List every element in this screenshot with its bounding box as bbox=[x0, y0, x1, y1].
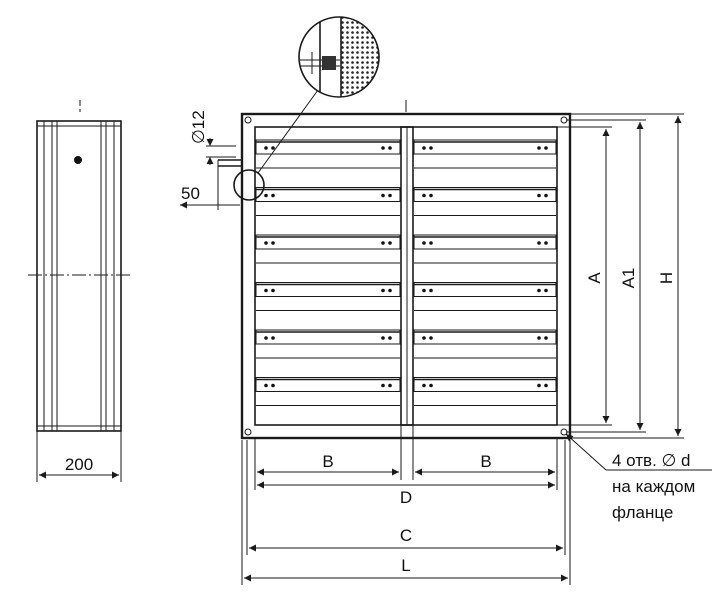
rivet-icon bbox=[422, 336, 426, 340]
rivet-icon bbox=[429, 193, 433, 198]
dim-side-width: 200 bbox=[65, 455, 93, 474]
rivet-icon bbox=[381, 288, 385, 293]
rivet-icon bbox=[422, 383, 426, 388]
rivet-icon bbox=[537, 336, 541, 340]
bottom-dimensions: B B D C L bbox=[241, 425, 571, 585]
rivet-icon bbox=[264, 336, 268, 340]
rivet-icon bbox=[537, 193, 541, 198]
shaft-icon bbox=[74, 156, 82, 164]
damper-blade bbox=[413, 187, 557, 216]
dim-l: L bbox=[401, 556, 410, 575]
damper-blade bbox=[413, 329, 557, 359]
dim-b-right: B bbox=[480, 452, 491, 471]
dim-hole-diameter: ∅12 bbox=[189, 110, 208, 144]
rivet-icon bbox=[429, 146, 433, 150]
rivet-icon bbox=[381, 336, 385, 340]
rivet-icon bbox=[544, 241, 548, 245]
damper-blade bbox=[255, 234, 401, 264]
rivet-icon bbox=[429, 241, 433, 245]
dim-a: A bbox=[585, 272, 604, 284]
dim-offset: 50 bbox=[181, 184, 200, 203]
rivet-icon bbox=[544, 146, 548, 150]
rivet-icon bbox=[381, 241, 385, 245]
rivet-icon bbox=[544, 288, 548, 293]
rivet-icon bbox=[271, 383, 275, 388]
damper-blade bbox=[255, 377, 401, 406]
rivet-icon bbox=[264, 241, 268, 245]
rivet-icon bbox=[388, 193, 392, 198]
side-view: 200 bbox=[28, 100, 132, 482]
rivet-icon bbox=[429, 288, 433, 293]
rivet-icon bbox=[544, 336, 548, 340]
note-line-3: фланце bbox=[612, 503, 673, 522]
rivet-icon bbox=[429, 383, 433, 388]
rivet-icon bbox=[388, 383, 392, 388]
dim-b-left: B bbox=[322, 452, 333, 471]
shaft-dimensions: ∅12 50 bbox=[180, 110, 240, 210]
damper-blade bbox=[255, 329, 401, 359]
rivet-icon bbox=[388, 288, 392, 293]
rivet-icon bbox=[271, 241, 275, 245]
rivet-icon bbox=[388, 336, 392, 340]
damper-blade bbox=[413, 139, 557, 169]
damper-blade bbox=[255, 139, 401, 169]
rivet-icon bbox=[264, 146, 268, 150]
rivet-icon bbox=[271, 288, 275, 293]
rivet-icon bbox=[381, 383, 385, 388]
detail-bubble bbox=[298, 16, 380, 98]
rivet-icon bbox=[264, 193, 268, 198]
note-line-1: 4 отв. ∅ d bbox=[612, 451, 691, 470]
rivet-icon bbox=[271, 336, 275, 340]
rivet-icon bbox=[537, 241, 541, 245]
hole-note: 4 отв. ∅ d на каждом фланце bbox=[565, 433, 712, 522]
dim-a1: A1 bbox=[619, 268, 638, 289]
damper-blade bbox=[255, 187, 401, 216]
rivet-icon bbox=[544, 383, 548, 388]
damper-blade bbox=[413, 282, 557, 311]
rivet-icon bbox=[537, 383, 541, 388]
rivet-icon bbox=[544, 193, 548, 198]
rivet-icon bbox=[422, 146, 426, 150]
damper-blade bbox=[255, 282, 401, 311]
damper-blade bbox=[413, 234, 557, 264]
rivet-icon bbox=[429, 336, 433, 340]
rivet-icon bbox=[388, 241, 392, 245]
rivet-icon bbox=[271, 146, 275, 150]
rivet-icon bbox=[264, 383, 268, 388]
rivet-icon bbox=[537, 288, 541, 293]
rivet-icon bbox=[422, 288, 426, 293]
rivet-icon bbox=[388, 146, 392, 150]
rivet-icon bbox=[422, 241, 426, 245]
dim-h: H bbox=[657, 272, 676, 284]
rivet-icon bbox=[381, 146, 385, 150]
right-dimensions: A A1 H bbox=[557, 113, 684, 439]
rivet-icon bbox=[381, 193, 385, 198]
rivet-icon bbox=[422, 193, 426, 198]
blade-group bbox=[255, 139, 557, 406]
rivet-icon bbox=[264, 288, 268, 293]
rivet-icon bbox=[271, 193, 275, 198]
rivet-icon bbox=[537, 146, 541, 150]
note-line-2: на каждом bbox=[612, 477, 695, 496]
dim-d: D bbox=[400, 488, 412, 507]
damper-blade bbox=[413, 377, 557, 406]
front-view bbox=[217, 89, 572, 440]
dim-c: C bbox=[400, 526, 412, 545]
detail-callout-circle bbox=[233, 169, 265, 201]
